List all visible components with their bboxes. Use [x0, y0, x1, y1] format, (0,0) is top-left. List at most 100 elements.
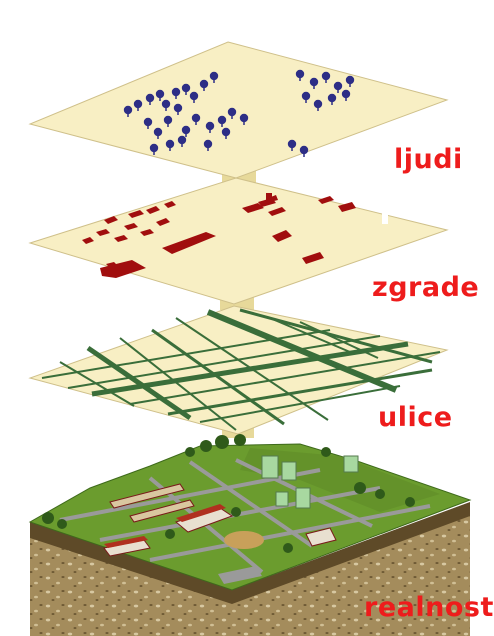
people-marker-icon [239, 113, 249, 125]
people-marker-icon [295, 69, 305, 81]
people-marker-icon [221, 127, 231, 139]
house-icon [176, 504, 226, 522]
people-marker-icon [133, 99, 143, 111]
house-icon [129, 499, 195, 523]
tree-icon [354, 482, 366, 494]
building-block-icon [146, 206, 160, 214]
tree-icon [375, 489, 385, 499]
building-block-icon [128, 210, 144, 218]
house-icon [104, 536, 148, 548]
building-block-icon [96, 229, 110, 236]
people-marker-icon [321, 71, 331, 83]
building-block-icon [124, 223, 138, 230]
tree-icon [200, 440, 212, 452]
people-marker-icon [161, 99, 171, 111]
people-marker-icon [123, 105, 133, 117]
people-marker-icon [333, 81, 343, 93]
layer-plane-ljudi [28, 41, 449, 179]
tree-icon [231, 507, 241, 517]
terrain-right-soil-band [232, 502, 470, 604]
tower-building-icon [281, 461, 297, 481]
people-marker-icon [145, 93, 155, 105]
building-block-icon [272, 230, 292, 242]
tree-icon [185, 447, 195, 457]
tree-icon [405, 497, 415, 507]
building-block-icon [114, 235, 128, 242]
terrain-right-face [232, 510, 470, 636]
people-marker-icon [287, 139, 297, 151]
tower-building-icon [343, 455, 359, 473]
ball-field-icon [224, 531, 264, 549]
people-marker-icon [301, 91, 311, 103]
building-block-icon [156, 218, 170, 226]
building-block-icon [338, 202, 356, 212]
tower-building-icon [295, 487, 311, 509]
people-marker-icon [309, 77, 319, 89]
people-marker-icon [153, 127, 163, 139]
tower-building-icon [261, 455, 279, 479]
people-marker-icon [191, 113, 201, 125]
tree-icon [215, 435, 229, 449]
layer-label-ljudi: ljudi [394, 144, 463, 175]
layer-label-ulice: ulice [378, 402, 453, 433]
people-marker-icon [165, 139, 175, 151]
tree-icon [321, 447, 331, 457]
people-marker-icon [299, 145, 309, 157]
people-marker-icon [199, 79, 209, 91]
terrain-left-face [30, 530, 232, 636]
people-marker-icon [203, 139, 213, 151]
building-block-icon [266, 193, 272, 203]
building-block-icon [302, 252, 324, 264]
layer-ulice [28, 305, 449, 435]
house-icon [305, 527, 337, 547]
building-block-icon [104, 216, 118, 224]
people-marker-icon [189, 91, 199, 103]
people-marker-icon [149, 143, 159, 155]
people-marker-icon [341, 89, 351, 101]
layer-ljudi [28, 41, 449, 179]
people-marker-icon [205, 121, 215, 133]
building-block-icon [82, 237, 94, 244]
people-marker-icon [209, 71, 219, 83]
building-block-icon [140, 229, 154, 236]
layer-realnost [28, 434, 472, 636]
terrain-buildings [103, 455, 359, 584]
building-footprints [82, 193, 356, 278]
building-block-icon [100, 260, 146, 278]
people-marker-icon [173, 103, 183, 115]
house-icon [109, 483, 185, 509]
road-line-icon [206, 309, 398, 393]
tree-icon [57, 519, 67, 529]
building-block-icon [268, 207, 286, 216]
street-network [41, 308, 441, 431]
people-marker-icon [327, 93, 337, 105]
tree-icon [165, 529, 175, 539]
building-block-icon [242, 203, 264, 213]
road-line-icon [59, 361, 135, 407]
plane-notch [382, 212, 388, 224]
people-marker-icon [177, 135, 187, 147]
building-block-icon [164, 201, 176, 208]
people-marker-icon [345, 75, 355, 87]
layer-label-realnost: realnost [364, 592, 494, 623]
people-marker-icon [313, 99, 323, 111]
tree-icon [283, 543, 293, 553]
tree-icon [42, 512, 54, 524]
layer-zgrade [28, 177, 449, 305]
people-marker-icon [163, 115, 173, 127]
people-marker-icon [217, 115, 227, 127]
terrain-left-soil-band [30, 522, 232, 604]
building-block-icon [106, 262, 120, 270]
people-marker-icon [227, 107, 237, 119]
tower-building-icon [275, 491, 289, 507]
road-line-icon [299, 321, 379, 359]
people-marker-icon [171, 87, 181, 99]
road-line-icon [86, 345, 192, 421]
parking-lot-icon [218, 566, 262, 584]
building-block-icon [318, 196, 334, 204]
people-marker-icon [143, 117, 153, 129]
building-block-icon [162, 232, 216, 254]
road-line-icon [151, 328, 285, 426]
terrain-trees [42, 434, 415, 553]
